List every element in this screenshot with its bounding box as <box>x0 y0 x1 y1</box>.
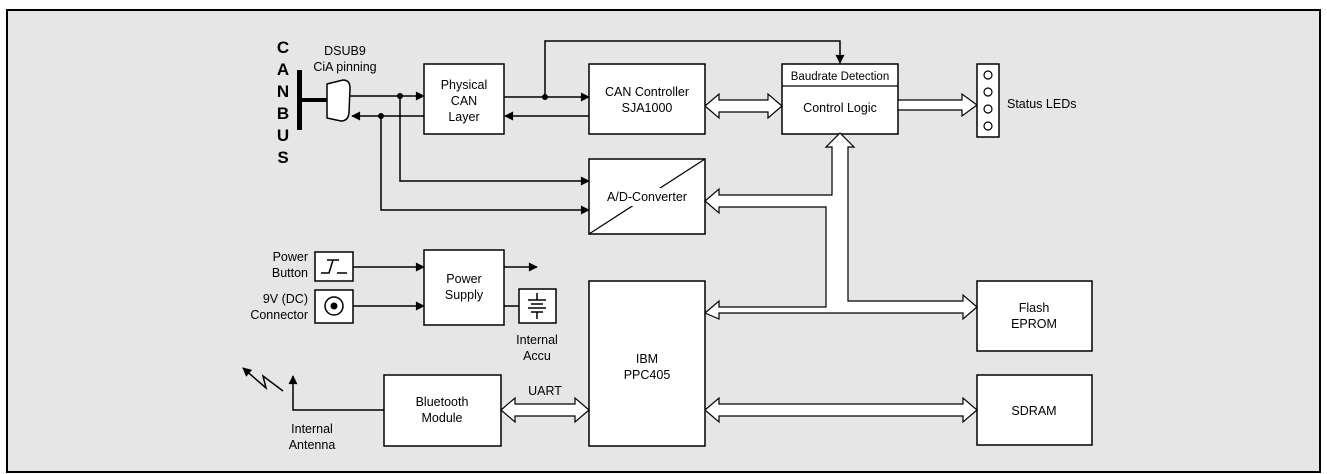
canbus-label: C A N B U S <box>277 38 289 167</box>
logic-to-leds-arrow <box>897 92 979 118</box>
led-icon <box>983 87 993 97</box>
antenna-label: Internal <box>291 422 333 436</box>
power-supply-label: Power <box>446 272 481 286</box>
physical-can-label: Physical <box>441 78 488 92</box>
dc-connector-label: 9V (DC) <box>263 292 308 306</box>
power-supply-block <box>423 249 505 326</box>
internal-accu-label: Internal <box>516 333 558 347</box>
led-bar-icon <box>976 63 1000 138</box>
uart-label: UART <box>528 384 562 398</box>
flash-label: Flash <box>1019 301 1050 315</box>
connector-label: CiA pinning <box>313 60 376 74</box>
physical-can-label: CAN <box>451 94 477 108</box>
antenna-icon <box>288 375 384 411</box>
ibm-label: IBM <box>636 352 658 366</box>
control-logic-block <box>781 63 899 135</box>
ad-input-line-2 <box>380 116 590 215</box>
switch-icon <box>321 259 347 274</box>
canbus-letter: N <box>277 82 289 101</box>
bluetooth-label: Bluetooth <box>416 395 469 409</box>
led-icon <box>983 70 993 80</box>
bluetooth-label: Module <box>422 411 463 425</box>
control-logic-label: Control Logic <box>803 101 877 115</box>
ad-converter-label: A/D-Converter <box>607 190 687 204</box>
canbus-letter: A <box>277 60 289 79</box>
battery-icon <box>528 293 546 319</box>
sdram-block <box>976 374 1093 446</box>
status-leds-label: Status LEDs <box>1007 97 1076 111</box>
uart-bus-arrow <box>500 396 590 424</box>
flash-eprom-block <box>976 280 1093 352</box>
power-button-label: Power <box>273 250 308 264</box>
lightning-icon <box>242 367 284 392</box>
can-controller-block <box>588 63 706 135</box>
switch-icon-box <box>314 251 354 282</box>
baudrate-tap-line <box>544 40 845 97</box>
power-button-label: Button <box>272 266 308 280</box>
internal-accu-label: Accu <box>523 349 551 363</box>
connector-label: DSUB9 <box>324 44 366 58</box>
canbus-letter: C <box>277 38 289 57</box>
flash-label: EPROM <box>1011 317 1057 331</box>
physical-can-layer-block <box>423 63 505 135</box>
dc-connector-label: Connector <box>250 308 308 322</box>
power-supply-label: Supply <box>445 288 484 302</box>
led-icon <box>983 104 993 114</box>
dsub9-connector-icon <box>326 79 351 122</box>
canbus-letter: U <box>277 126 289 145</box>
ibm-label: PPC405 <box>624 368 671 382</box>
sdram-label: SDRAM <box>1011 404 1056 418</box>
led-icon <box>983 121 993 131</box>
baudrate-detection-label: Baudrate Detection <box>791 71 889 83</box>
ibm-ppc405-block <box>588 280 706 447</box>
physical-can-label: Layer <box>448 110 479 124</box>
canbus-letter: B <box>277 104 289 123</box>
can-controller-label: SJA1000 <box>622 101 673 115</box>
ad-input-line-1 <box>399 96 590 186</box>
can-controller-label: CAN Controller <box>605 85 689 99</box>
dc-jack-pin <box>330 302 338 310</box>
canbus-letter: S <box>277 148 288 167</box>
antenna-label: Antenna <box>289 438 336 452</box>
processor-bus-arrow <box>703 132 978 321</box>
canbus-bar <box>297 70 302 130</box>
ad-label-bg <box>600 188 694 206</box>
